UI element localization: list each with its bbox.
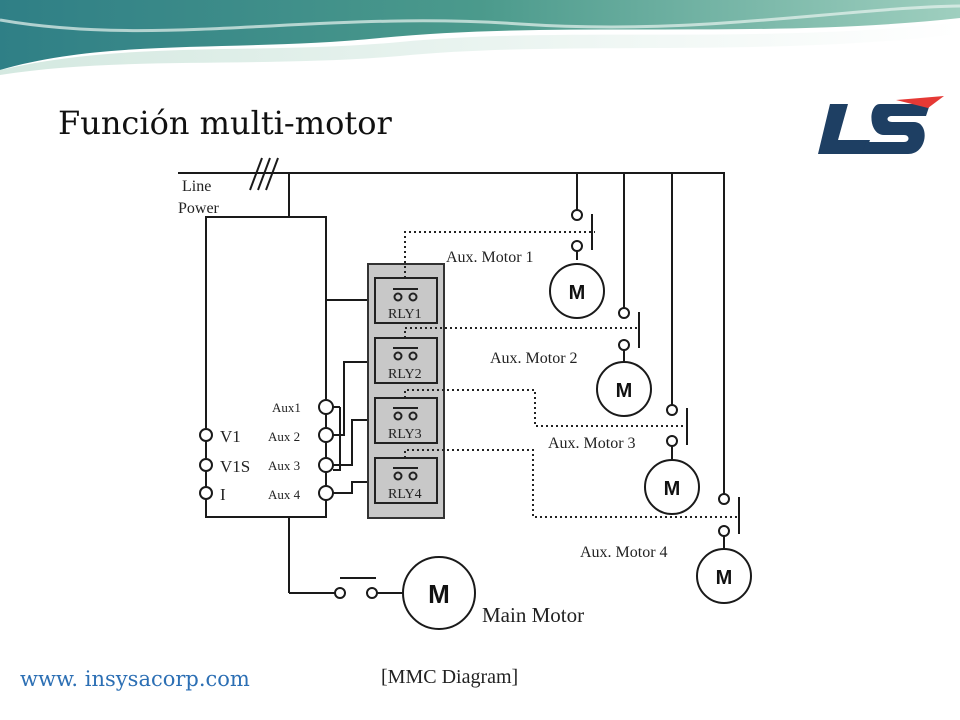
aux-motor-2-label: Aux. Motor 2 <box>490 350 578 367</box>
page-title: Función multi-motor <box>58 104 392 142</box>
aux-motor-4-symbol: M <box>716 567 733 589</box>
input-v1-label: V1 <box>220 427 241 446</box>
input-i-label: I <box>220 485 226 504</box>
aux-terminal-1-label: Aux1 <box>272 400 301 415</box>
aux-terminal-2-label: Aux 2 <box>268 429 300 444</box>
relay-2-label: RLY2 <box>388 367 422 382</box>
aux-motor-1-label: Aux. Motor 1 <box>446 249 534 266</box>
aux-motor-3-label: Aux. Motor 3 <box>548 435 636 452</box>
website-link[interactable]: www. insysacorp.com <box>20 667 250 691</box>
aux-motor-3-symbol: M <box>664 478 681 500</box>
line-power-label-1: Line <box>182 178 211 195</box>
aux-terminal-3-label: Aux 3 <box>268 458 300 473</box>
relay-4-label: RLY4 <box>388 487 422 502</box>
header-banner <box>0 0 960 75</box>
aux-motor-1-symbol: M <box>569 282 586 304</box>
aux-motor-2-symbol: M <box>616 380 633 402</box>
aux-motor-4-label: Aux. Motor 4 <box>580 544 668 561</box>
line-power-label-2: Power <box>178 200 220 217</box>
ls-logo <box>818 96 944 154</box>
relay-1-label: RLY1 <box>388 307 422 322</box>
aux-terminal-4-label: Aux 4 <box>268 487 301 502</box>
input-v1s-label: V1S <box>220 457 250 476</box>
diagram-caption: [MMC Diagram] <box>381 666 518 688</box>
relay-3-label: RLY3 <box>388 427 422 442</box>
main-motor-label: Main Motor <box>482 603 584 627</box>
main-motor-symbol: M <box>428 579 450 609</box>
